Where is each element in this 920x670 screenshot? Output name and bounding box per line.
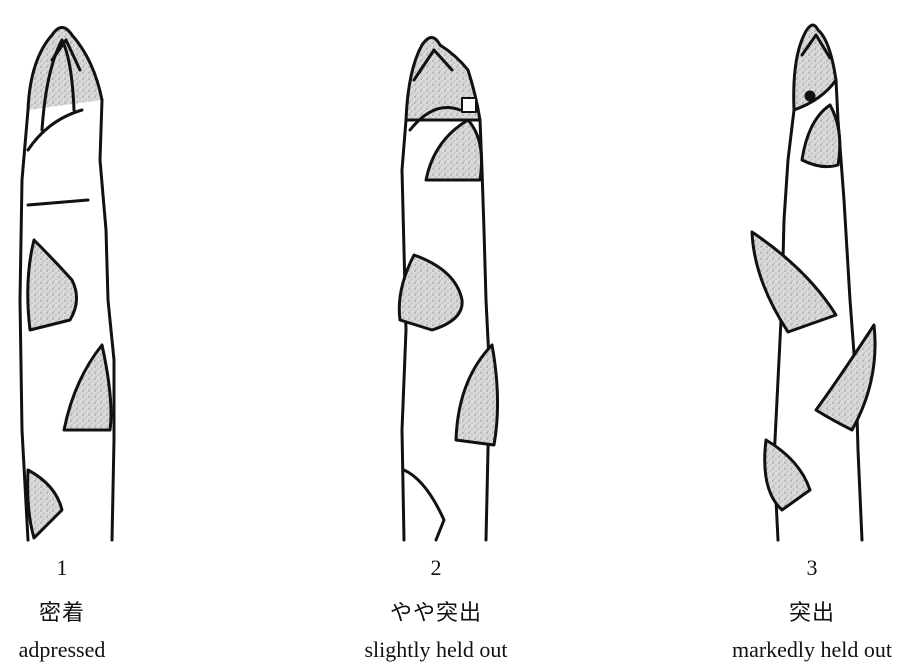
figure-number: 2 — [336, 555, 536, 581]
figure-number: 3 — [712, 555, 912, 581]
spear-slightly-held-out-illustration — [336, 0, 536, 545]
label-english: slightly held out — [336, 637, 536, 663]
figure-number: 1 — [0, 555, 162, 581]
spear-figure-3: 3 突出 markedly held out — [712, 0, 912, 670]
label-japanese: 密着 — [0, 595, 162, 627]
spear-adpressed-illustration — [0, 0, 162, 545]
spear-figure-2: 2 やや突出 slightly held out — [336, 0, 536, 670]
label-english: markedly held out — [712, 637, 912, 663]
spear-markedly-held-out-illustration — [712, 0, 912, 545]
label-english: adpressed — [0, 637, 162, 663]
label-japanese: 突出 — [712, 595, 912, 627]
spear-figure-1: 1 密着 adpressed — [0, 0, 162, 670]
label-japanese: やや突出 — [336, 595, 536, 627]
